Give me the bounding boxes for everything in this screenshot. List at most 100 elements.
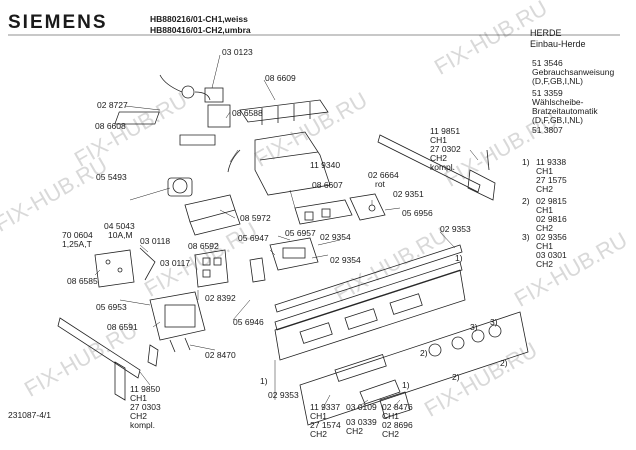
right-rail-part	[377, 134, 496, 201]
part-label: 05 6956	[402, 208, 433, 218]
footnote-mark: 1)	[522, 157, 530, 167]
model-line: HB880416/01-CH2,umbra	[150, 25, 251, 35]
part-label: 11 9340	[310, 160, 341, 170]
footnote-line: 11 9338	[536, 157, 567, 167]
part-label: 05 6957	[285, 228, 316, 238]
part-label: 08 6585	[67, 276, 98, 286]
doc-desc: (D,F,GB,I,NL)	[532, 76, 584, 86]
part-label: 02 6664	[368, 170, 399, 180]
part-label: 08 5972	[240, 213, 271, 223]
part-label: 08 6591	[107, 322, 138, 332]
part-label: 04 5043	[104, 221, 135, 231]
part-label: CH2	[346, 426, 364, 436]
part-label: CH2	[430, 153, 448, 163]
footnote-line: CH2	[536, 184, 554, 194]
doc-desc: Wählscheibe-	[532, 97, 584, 107]
part-label: 03 0118	[140, 236, 171, 246]
footnote-line: 03 0301	[536, 250, 567, 260]
part-label: 03 0339	[346, 417, 377, 427]
part-label: 02 9354	[330, 255, 361, 265]
part-label: 11 9850	[130, 384, 161, 394]
part-label: 05 6947	[238, 233, 269, 243]
part-label: 03 0123	[222, 47, 253, 57]
part-label: rot	[375, 179, 385, 189]
part-label: 10A,M	[108, 230, 133, 240]
part-label: 08 6607	[312, 180, 343, 190]
brand-logo: SIEMENS	[8, 12, 108, 33]
footnote-mark: 3)	[522, 232, 530, 242]
part-label: CH2	[130, 411, 148, 421]
model-line: HB880216/01-CH1,weiss	[150, 14, 248, 24]
part-label: 02 9351	[393, 189, 424, 199]
callout-mark: 2)	[500, 358, 508, 368]
footnote-line: CH1	[536, 205, 554, 215]
footnote-line: CH1	[536, 166, 554, 176]
part-label: CH1	[382, 411, 400, 421]
part-label: 03 0117	[160, 258, 191, 268]
doc-desc: (D,F,GB,I,NL)	[532, 115, 584, 125]
part-label: 08 6609	[265, 73, 296, 83]
switch-block-part	[249, 193, 386, 283]
part-label: 27 1574	[310, 420, 341, 430]
callout-mark: 1)	[260, 376, 268, 386]
footnote-line: 02 9356	[536, 232, 567, 242]
part-label: 11 9337	[310, 402, 341, 412]
part-label: 27 0302	[430, 144, 461, 154]
part-label: 02 8392	[205, 293, 236, 303]
part-label: 08 6588	[232, 108, 263, 118]
part-label: CH1	[430, 135, 448, 145]
callout-mark: 3)	[470, 322, 478, 332]
callout-mark: 2)	[420, 348, 428, 358]
part-label: kompl.	[430, 162, 456, 172]
footnote-line: 27 1575	[536, 175, 567, 185]
doc-desc: Bratzeitautomatik	[532, 106, 598, 116]
part-label: 11 9851	[430, 126, 461, 136]
part-label: 1,25A,T	[62, 239, 92, 249]
part-label: CH1	[130, 393, 148, 403]
part-label: 02 9353	[268, 390, 299, 400]
part-label: 08 6592	[188, 241, 219, 251]
part-label: 70 0604	[62, 230, 93, 240]
part-label: CH1	[310, 411, 328, 421]
part-label: 02 8470	[205, 350, 236, 360]
doc-number: 51 3359	[532, 88, 563, 98]
part-label: 02 9353	[440, 224, 471, 234]
footnote-mark: 2)	[522, 196, 530, 206]
upper-bracket-part	[227, 99, 331, 196]
footnote-line: CH2	[536, 259, 554, 269]
thermostat-part	[114, 74, 231, 146]
footnote-line: 02 9816	[536, 214, 567, 224]
category-title: HERDE	[530, 28, 562, 38]
footnote-line: 02 9815	[536, 196, 567, 206]
part-label: kompl.	[130, 420, 156, 430]
doc-number: 51 3807	[532, 125, 563, 135]
footnote-line: CH1	[536, 241, 554, 251]
doc-number: 51 3546	[532, 58, 563, 68]
part-label: 05 6953	[96, 302, 127, 312]
part-label: 02 8727	[97, 100, 128, 110]
part-label: 02 8476	[382, 402, 413, 412]
category-subtitle: Einbau-Herde	[530, 39, 586, 49]
motor-part	[167, 177, 241, 236]
callout-mark: 2)	[452, 372, 460, 382]
part-label: 08 6608	[95, 121, 126, 131]
part-label: 02 9354	[320, 232, 351, 242]
part-label: 27 0303	[130, 402, 161, 412]
front-trim-part	[274, 244, 466, 361]
part-label: 05 5493	[96, 172, 127, 182]
front-panel-part	[299, 311, 529, 426]
part-label: 03 0109	[346, 402, 377, 412]
callout-mark: 1)	[402, 380, 410, 390]
leader-lines	[94, 54, 479, 411]
doc-desc: Gebrauchsanweisung	[532, 67, 615, 77]
part-label: CH2	[382, 429, 400, 439]
callout-mark: 1)	[455, 253, 463, 263]
part-label: 05 6946	[233, 317, 264, 327]
footnote-line: CH2	[536, 223, 554, 233]
callout-mark: 3)	[490, 317, 498, 327]
drawing-number: 231087-4/1	[8, 410, 52, 420]
left-rail-part	[57, 317, 159, 401]
part-label: CH2	[310, 429, 328, 439]
